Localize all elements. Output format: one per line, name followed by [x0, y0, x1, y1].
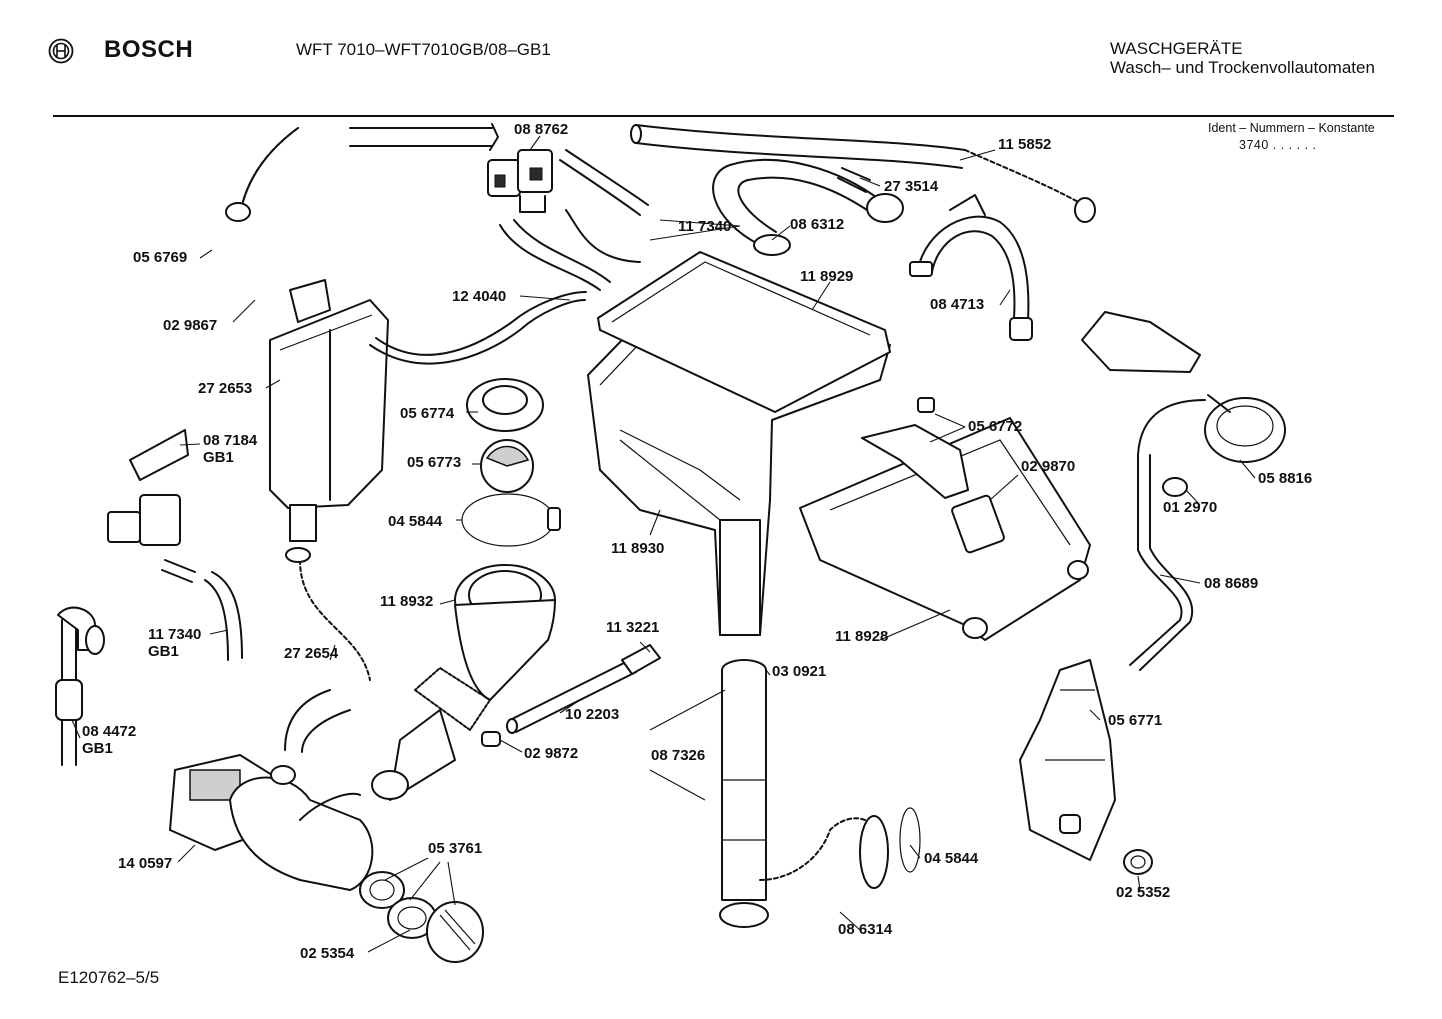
part-label-118930: 11 8930: [611, 540, 665, 557]
category-subtitle: Wasch– und Trockenvollautomaten: [1110, 58, 1375, 77]
corrugated-hose-drawing: [284, 547, 371, 753]
part-label-086312: 08 6312: [790, 216, 845, 233]
part-label-087326: 08 7326: [651, 747, 706, 764]
detergent-drawer-drawing: [799, 417, 1091, 641]
part-label-272653: 27 2653: [198, 380, 253, 397]
model-number: WFT 7010–WFT7010GB/08–GB1: [296, 40, 551, 59]
dispenser-lid-drawing: [597, 251, 891, 413]
part-label-029870: 02 9870: [1021, 458, 1076, 475]
part-label-124040: 12 4040: [452, 288, 507, 305]
part-label-056769: 05 6769: [133, 249, 188, 266]
part-label-056772: 05 6772: [968, 418, 1023, 435]
part-label-045844: 04 5844: [388, 513, 443, 530]
part-label-029867: 02 9867: [163, 317, 218, 334]
leader-lines: [71, 135, 1256, 953]
part-label-088762: 08 8762: [514, 121, 569, 138]
part-label-084713: 08 4713: [930, 296, 985, 313]
sump-bellow-drawing: [371, 564, 556, 801]
part-label-273514: 27 3514: [884, 178, 939, 195]
part-label-088689: 08 8689: [1204, 575, 1259, 592]
u-hose-drawing: [712, 158, 904, 256]
ident-label: Ident – Nummern – Konstante: [1208, 121, 1375, 135]
short-hose-drawing: [204, 571, 243, 661]
mounting-plate-drawing: [1081, 311, 1201, 373]
part-label-102203: 10 2203: [565, 706, 620, 723]
inlet-pipe-drawing: [55, 606, 105, 766]
header-divider: [53, 115, 1394, 117]
part-label-056774: 05 6774: [400, 405, 455, 422]
inlet-hose-drawing: [225, 123, 499, 222]
inlet-valve-drawing: [107, 429, 196, 583]
bosch-logo-icon: [48, 38, 74, 64]
part-label-140597: 14 0597: [118, 855, 173, 872]
category-title: WASCHGERÄTE: [1110, 39, 1243, 58]
siphon-cap-drawing: [861, 397, 969, 499]
part-label-118929: 11 8929: [800, 268, 854, 285]
part-label-056771: 05 6771: [1108, 712, 1163, 729]
part-label-025352: 02 5352: [1116, 884, 1171, 901]
part-label-012970: 01 2970: [1163, 499, 1218, 516]
part-label-118932: 11 8932: [380, 593, 434, 610]
part-label-053761: 05 3761: [428, 840, 483, 857]
ident-value: 3740 . . . . . .: [1239, 138, 1317, 152]
part-label-029872: 02 9872: [524, 745, 579, 762]
part-label-118928: 11 8928: [835, 628, 889, 645]
part-label-117340: 11 7340: [678, 218, 732, 235]
pump-cap-drawing: [359, 871, 484, 963]
part-label-025354: 02 5354: [300, 945, 355, 962]
drain-pump-drawing: [169, 754, 374, 891]
part-label-045844-b: 04 5844: [924, 850, 979, 867]
bracket-drawing: [909, 194, 1033, 341]
seals-drawing: [461, 378, 561, 547]
part-label-030921: 03 0921: [772, 663, 827, 680]
part-label-058816: 05 8816: [1258, 470, 1313, 487]
part-label-113221: 11 3221: [606, 619, 660, 636]
valve-drawing: [487, 149, 649, 291]
drawing-reference: E120762–5/5: [58, 968, 160, 987]
part-label-115852: 11 5852: [998, 136, 1052, 153]
brand-name: BOSCH: [104, 36, 194, 63]
motor-bracket-drawing: [1019, 659, 1153, 875]
pressure-switch-drawing: [1129, 394, 1286, 671]
part-label-086314: 08 6314: [838, 921, 893, 938]
tank-drawing: [269, 279, 587, 542]
part-label-272654: 27 2654: [284, 645, 339, 662]
drain-hose-drawing: [719, 659, 921, 928]
outlet-hose-drawing: [630, 124, 1096, 223]
part-label-056773: 05 6773: [407, 454, 462, 471]
